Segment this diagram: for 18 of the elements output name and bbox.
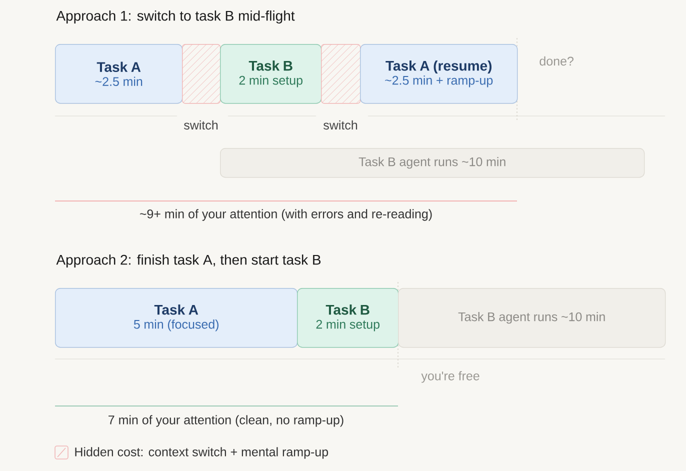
step-label: switch xyxy=(184,120,218,130)
hatched-block xyxy=(321,44,361,104)
task-box: Task B 2 min setup xyxy=(297,288,399,348)
legend-text: Hidden cost: context switch + mental ramp-up xyxy=(75,447,328,459)
task-box: Task A ~2.5 min xyxy=(55,44,183,104)
caption: 7 min of your attention (clean, no ramp-up) xyxy=(108,415,344,427)
annotation: done? xyxy=(540,56,574,66)
step-label: switch xyxy=(323,120,358,130)
section-heading: Approach 1: switch to task B mid-flight xyxy=(56,10,295,24)
background-run-box: Task B agent runs ~10 min xyxy=(220,148,645,178)
background-run-box: Task B agent runs ~10 min xyxy=(398,288,666,348)
annotation: you're free xyxy=(421,371,480,383)
hatched-block xyxy=(182,44,221,104)
task-box: Task A 5 min (focused) xyxy=(55,288,298,348)
task-box: Task A (resume) ~2.5 min + ramp-up xyxy=(360,44,518,104)
task-box: Task B 2 min setup xyxy=(220,44,322,104)
caption: ~9+ min of your attention (with errors and re-reading) xyxy=(140,209,432,221)
section-heading: Approach 2: finish task A, then start task B xyxy=(56,254,321,268)
